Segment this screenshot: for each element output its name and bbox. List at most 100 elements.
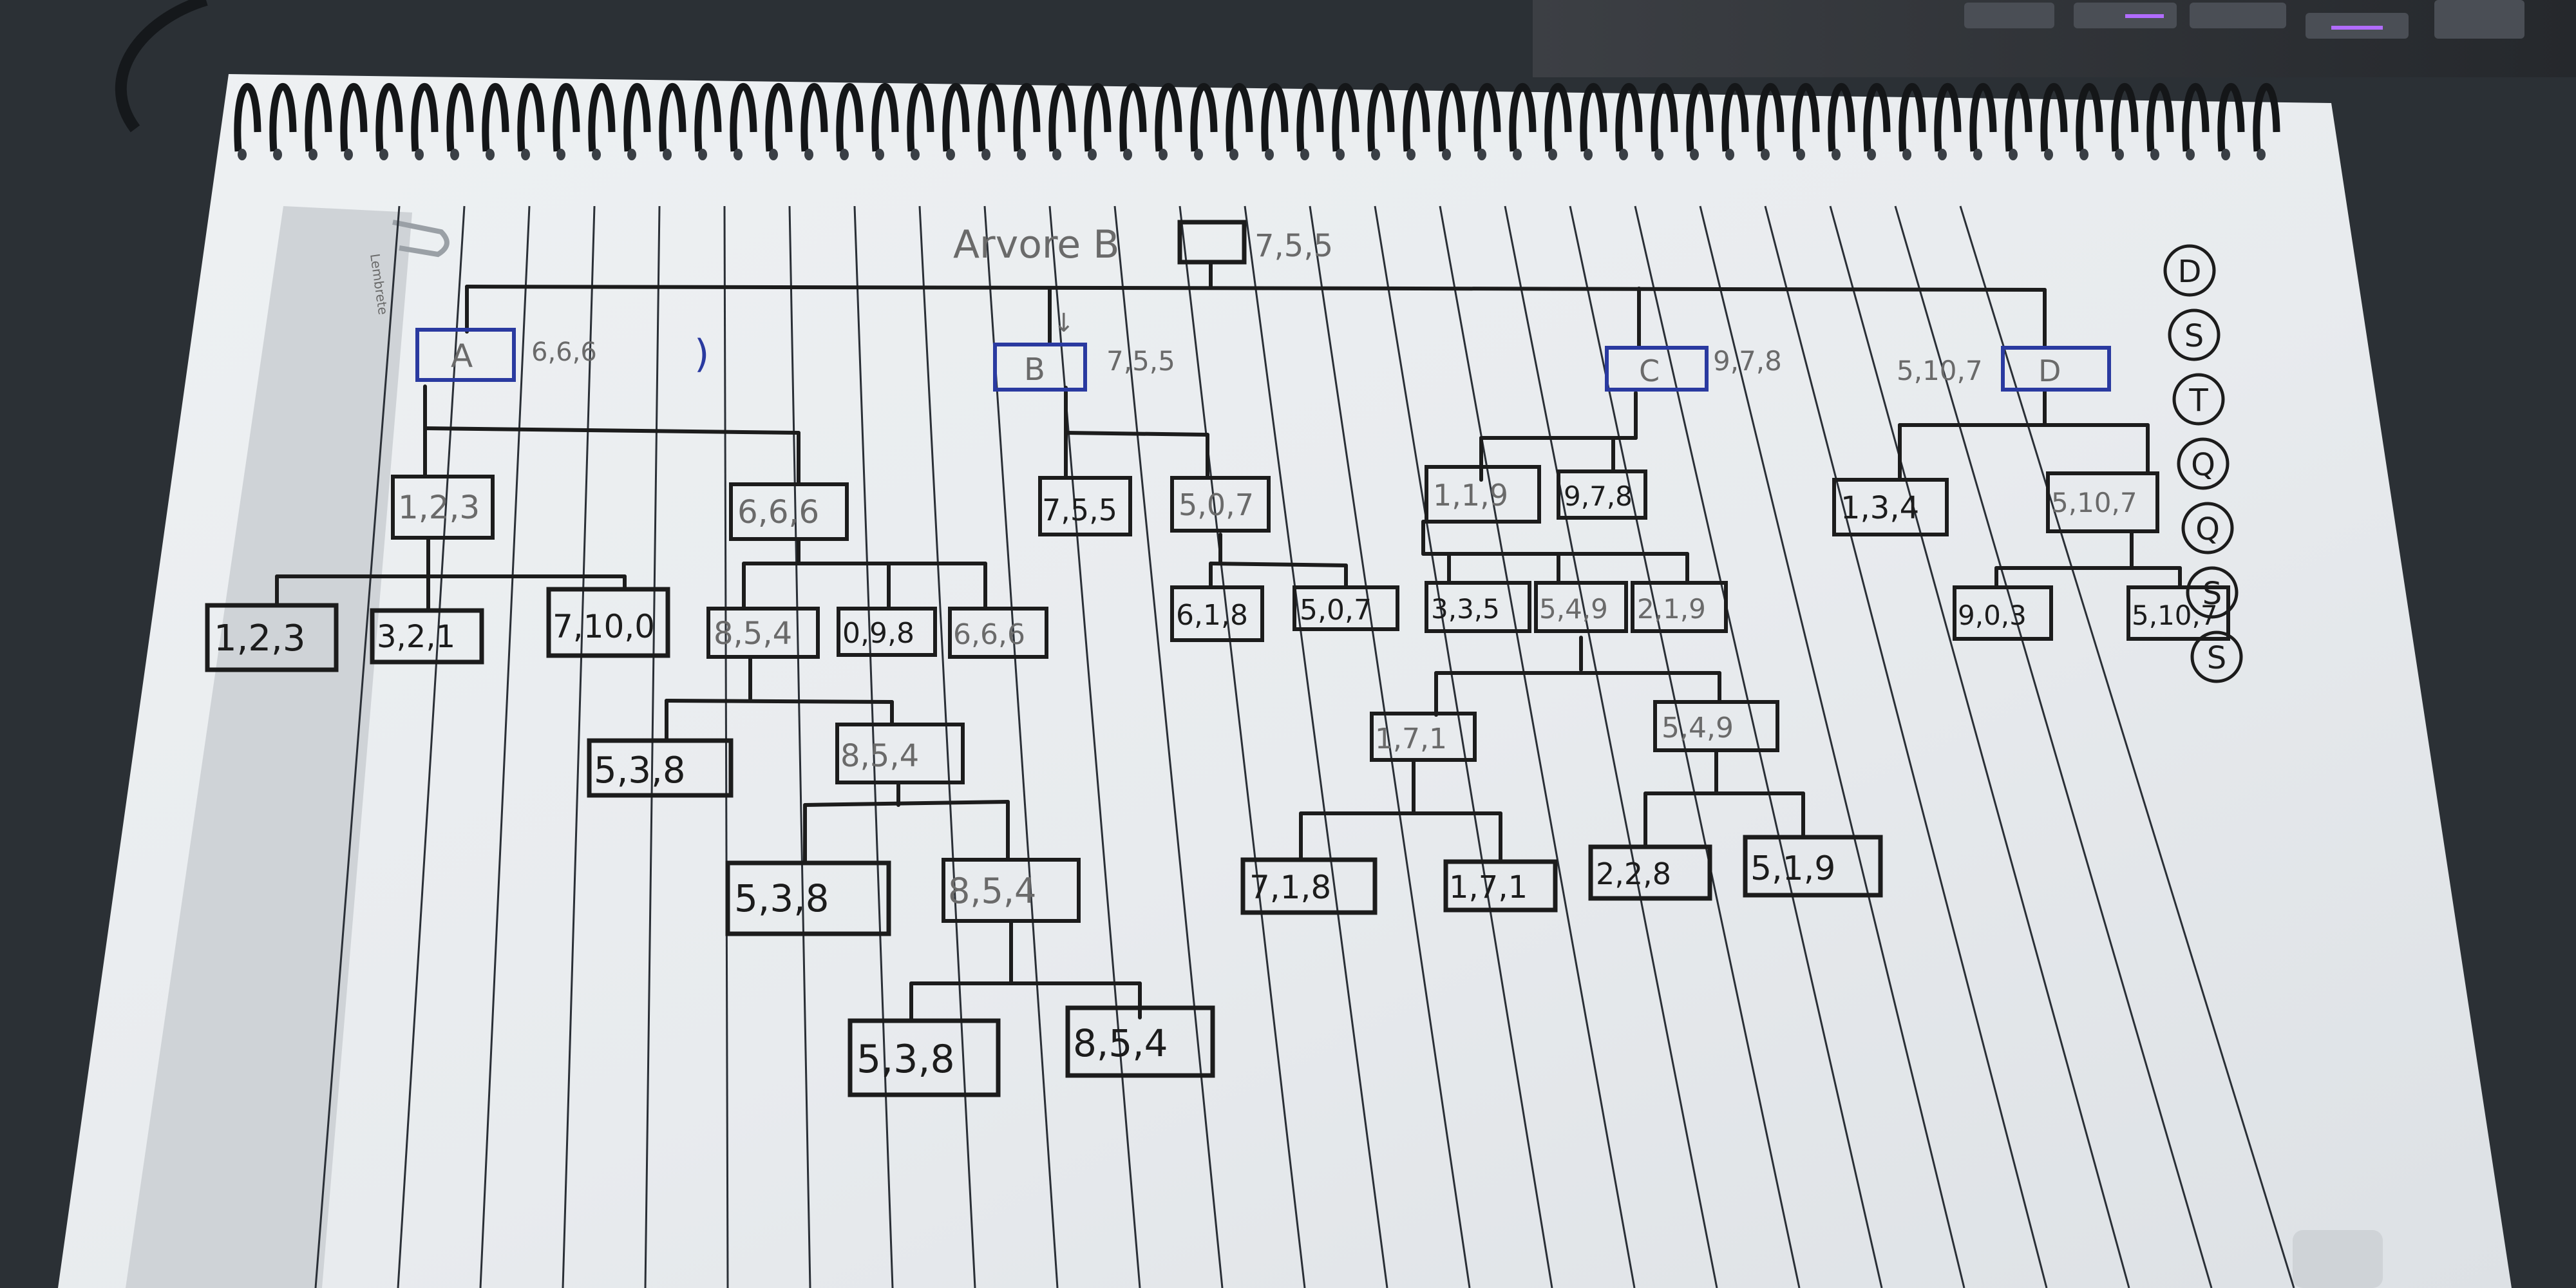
spiral-loop	[836, 83, 864, 152]
binding-hole	[1973, 149, 1982, 160]
ruling-line	[479, 205, 531, 1288]
binding-hole	[734, 149, 743, 160]
binding-hole	[1336, 149, 1345, 160]
level3-nodes: 1,2,3 3,2,1 7,10,0 8,5,4 0,9,8 6,6,6 6,1…	[205, 581, 2230, 672]
ruling-line	[1504, 205, 1718, 1288]
node-box: 1,3,4	[1832, 478, 1949, 536]
binding-hole	[1654, 149, 1663, 160]
root-node: 7,5,5	[1177, 220, 1333, 265]
binding-hole	[627, 149, 636, 160]
spiral-loop	[2040, 83, 2068, 152]
svg-text:1,1,9: 1,1,9	[1433, 478, 1508, 513]
binding-hole	[1832, 149, 1841, 160]
binding-hole	[1548, 149, 1557, 160]
spiral-loop	[1048, 83, 1076, 152]
binding-hole	[2186, 149, 2195, 160]
node-box: 5,3,8	[587, 738, 734, 798]
spiral-loop	[659, 83, 687, 152]
svg-text:5,1,9: 5,1,9	[1750, 849, 1835, 888]
spiral-loop	[1296, 83, 1324, 152]
bookmark-strip	[126, 206, 412, 1288]
cable	[115, 0, 208, 133]
binding-hole	[1867, 149, 1876, 160]
day-circle	[2168, 308, 2221, 361]
binding-hole	[2079, 149, 2088, 160]
node-box: 0,9,8	[837, 607, 937, 657]
spiral-loop	[2146, 83, 2174, 152]
ruling-line	[1179, 205, 1306, 1288]
tree-connectors	[275, 262, 2182, 1023]
level5-nodes: 5,3,8 8,5,4 7,1,8 1,7,1 2,2,8 5,1,9	[725, 835, 1883, 936]
svg-text:3,3,5: 3,3,5	[1431, 593, 1500, 625]
node-box: 5,0,7	[1170, 476, 1271, 533]
svg-text:1,2,3: 1,2,3	[398, 489, 480, 526]
binding-hole	[308, 149, 317, 160]
spiral-loop	[2253, 83, 2280, 152]
node-box: 1,2,3	[391, 475, 495, 540]
spiral-loop	[942, 83, 970, 152]
binding-hole	[804, 149, 813, 160]
spiral-loop	[1863, 83, 1891, 152]
binding-hole	[1442, 149, 1451, 160]
ruling-line	[1829, 205, 2130, 1288]
day-circle	[2172, 373, 2225, 426]
spiral-loop	[694, 83, 722, 152]
node-d: 5,10,7 D	[1897, 346, 2111, 392]
ruling-line	[397, 205, 466, 1288]
svg-text:2,1,9: 2,1,9	[1637, 593, 1706, 625]
ruling-line	[918, 205, 976, 1288]
node-c: C 9,7,8	[1605, 345, 1782, 392]
svg-text:5,4,9: 5,4,9	[1539, 593, 1608, 625]
svg-text:8,5,4: 8,5,4	[840, 738, 919, 774]
binding-hole	[415, 149, 424, 160]
spiral-loop	[1438, 83, 1466, 152]
node-box: 5,1,9	[1743, 835, 1883, 898]
node-box: 8,5,4	[1065, 1005, 1215, 1078]
ruling-line	[562, 205, 596, 1288]
svg-text:6,6,6: 6,6,6	[531, 337, 597, 367]
ruling-line	[1634, 205, 1883, 1288]
binding-hole	[2221, 149, 2230, 160]
spiral-loop	[446, 83, 474, 152]
ruling-line	[1309, 205, 1471, 1288]
node-box: 7,1,8	[1240, 857, 1378, 915]
binding-hole	[1017, 149, 1026, 160]
spiral-loop	[1544, 83, 1572, 152]
binding-hole	[1477, 149, 1486, 160]
spiral-loop	[1367, 83, 1395, 152]
arrow-mark: ↓	[1053, 308, 1075, 338]
svg-text:8,5,4: 8,5,4	[714, 616, 792, 652]
node-box: 7,10,0	[546, 587, 670, 658]
day-circle	[2190, 630, 2243, 683]
day-circle	[2177, 437, 2230, 490]
spiral-loop	[765, 83, 793, 152]
spiral-loop	[1721, 83, 1749, 152]
binding-hole	[1265, 149, 1274, 160]
spiral-loop	[2217, 83, 2245, 152]
svg-text:1,7,1: 1,7,1	[1375, 723, 1447, 755]
binding-hole	[273, 149, 282, 160]
spiral-loop	[978, 83, 1005, 152]
ruling-line	[723, 205, 729, 1288]
svg-text:5,3,8: 5,3,8	[734, 876, 829, 920]
node-box: 5,3,8	[848, 1018, 1001, 1097]
binding-hole	[769, 149, 778, 160]
spiral-loop	[1013, 83, 1041, 152]
level2-nodes: 1,2,3 6,6,6 7,5,5 5,0,7 1,1,9 9,7,8 1,3,…	[391, 465, 2159, 541]
spiral-loop	[1473, 83, 1501, 152]
node-box: 1,7,1	[1443, 859, 1558, 913]
spiral-loop	[1332, 83, 1359, 152]
root-value: 7,5,5	[1255, 228, 1333, 264]
ruling-line	[644, 205, 661, 1288]
spiral-loop	[1119, 83, 1147, 152]
spiral-loop	[1155, 83, 1182, 152]
spiral-loop	[1403, 83, 1430, 152]
node-box: 8,5,4	[835, 723, 965, 784]
day-letter: Q	[2195, 511, 2220, 547]
node-box: 6,1,8	[1170, 585, 1264, 642]
binding-hole	[1229, 149, 1238, 160]
binding-hole	[238, 149, 247, 160]
binding-hole	[1690, 149, 1699, 160]
spiral-loop	[1969, 83, 1997, 152]
ruling-line	[1959, 205, 2295, 1288]
